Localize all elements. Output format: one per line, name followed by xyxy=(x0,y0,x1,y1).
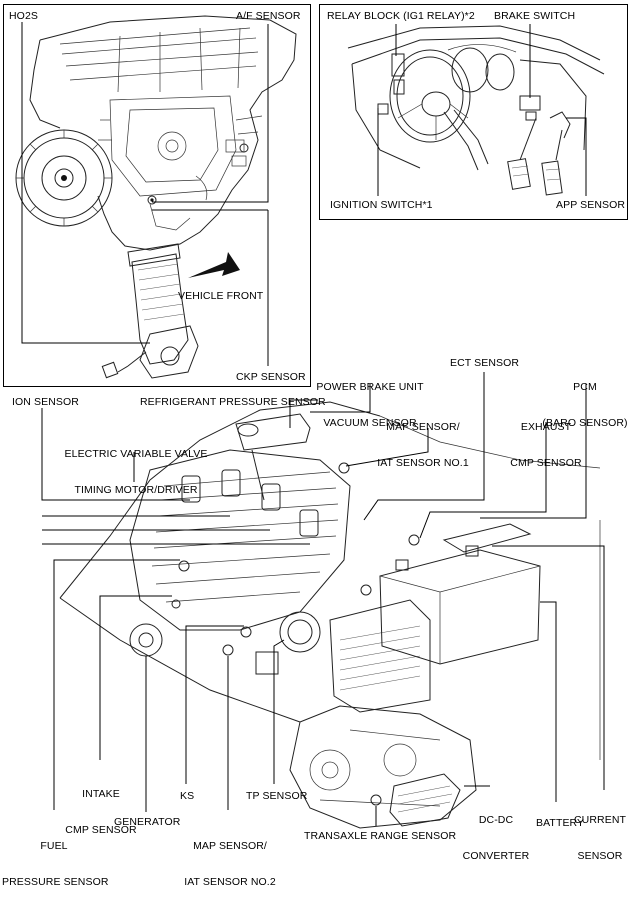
ckp-sensor-label: CKP SENSOR xyxy=(236,371,306,383)
af-sensor-label: A/F SENSOR xyxy=(236,10,301,22)
pcm-line1: PCM xyxy=(573,381,597,393)
maf-sensor-label: MAF SENSOR/ IAT SENSOR NO.1 xyxy=(370,397,476,493)
ks-label: KS xyxy=(180,790,195,802)
dcdc-line2: CONVERTER xyxy=(462,850,530,862)
power-brake-line2: VACUUM SENSOR xyxy=(323,417,417,429)
engine-inset-drawing xyxy=(15,15,297,379)
current-sensor-label: CURRENT SENSOR xyxy=(570,790,630,886)
exhaust-cmp-sensor-label: EXHAUST CMP SENSOR xyxy=(494,397,598,493)
line-art xyxy=(15,15,605,829)
ho2s-label: HO2S xyxy=(9,10,38,22)
pcm-label: PCM (BARO SENSOR) xyxy=(540,357,630,453)
engine-bay-drawing xyxy=(41,372,605,829)
map-sensor-label: MAP SENSOR/ IAT SENSOR NO.2 xyxy=(184,816,276,912)
power-brake-label: POWER BRAKE UNIT VACUUM SENSOR xyxy=(314,357,426,453)
fuel-line2: PRESSURE SENSOR xyxy=(2,876,109,888)
cabin-inset-frame xyxy=(319,4,628,220)
ignition-switch-label: IGNITION SWITCH*1 xyxy=(330,199,433,211)
cabin-inset-drawing xyxy=(347,24,605,196)
maf-line2: IAT SENSOR NO.1 xyxy=(377,457,469,469)
evvt-line1: ELECTRIC VARIABLE VALVE xyxy=(64,448,208,460)
fuel-line1: FUEL xyxy=(40,840,68,852)
power-brake-line1: POWER BRAKE UNIT xyxy=(316,381,424,393)
current-line1: CURRENT xyxy=(573,814,627,826)
battery-label: BATTERY xyxy=(536,817,585,829)
dcdc-line1: DC-DC xyxy=(478,814,514,826)
pcm-line2: (BARO SENSOR) xyxy=(542,417,628,429)
evvt-line2: TIMING MOTOR/DRIVER xyxy=(74,484,198,496)
ect-sensor-label: ECT SENSOR xyxy=(450,357,520,369)
intake-cmp-sensor-label: INTAKE CMP SENSOR xyxy=(58,764,144,860)
current-line2: SENSOR xyxy=(577,850,623,862)
exhaust-line2: CMP SENSOR xyxy=(510,457,582,469)
intake-line1: INTAKE xyxy=(82,788,120,800)
ion-sensor-label: ION SENSOR xyxy=(12,396,79,408)
map-line2: IAT SENSOR NO.2 xyxy=(184,876,276,888)
intake-line2: CMP SENSOR xyxy=(65,824,137,836)
transaxle-range-sensor-label: TRANSAXLE RANGE SENSOR xyxy=(304,830,457,842)
exhaust-line1: EXHAUST xyxy=(520,421,572,433)
evvt-label: ELECTRIC VARIABLE VALVE TIMING MOTOR/DRI… xyxy=(62,424,210,520)
refrigerant-pressure-sensor-label: REFRIGERANT PRESSURE SENSOR xyxy=(140,396,326,408)
maf-line1: MAF SENSOR/ xyxy=(386,421,460,433)
engine-inset-frame xyxy=(3,4,311,387)
generator-label: GENERATOR xyxy=(114,816,181,828)
app-sensor-label: APP SENSOR xyxy=(556,199,626,211)
dc-dc-converter-label: DC-DC CONVERTER xyxy=(460,790,532,886)
tp-sensor-label: TP SENSOR xyxy=(246,790,308,802)
brake-switch-label: BRAKE SWITCH xyxy=(494,10,576,22)
fuel-pressure-sensor-label: FUEL PRESSURE SENSOR xyxy=(2,816,109,912)
map-line1: MAP SENSOR/ xyxy=(193,840,267,852)
relay-block-label: RELAY BLOCK (IG1 RELAY)*2 xyxy=(327,10,475,22)
diagram-canvas: HO2S A/F SENSOR VEHICLE FRONT CKP SENSOR… xyxy=(2,4,630,888)
vehicle-front-label: VEHICLE FRONT xyxy=(178,290,264,302)
